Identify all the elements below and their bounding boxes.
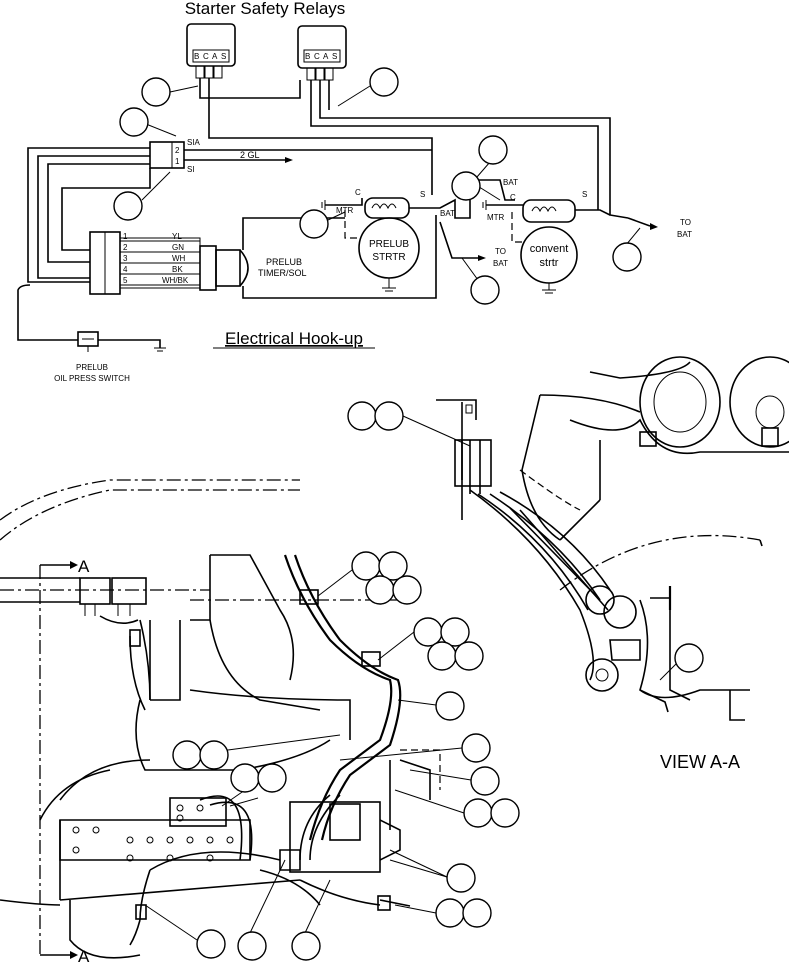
relay-2-terminal-b: B	[305, 52, 310, 61]
prelub-to-label: TO	[495, 247, 506, 256]
solenoid-coil-icon	[371, 203, 397, 210]
switch-label-2: OIL PRESS SWITCH	[54, 374, 130, 383]
relay-1-terminal-c: C	[203, 52, 209, 61]
relay-1-terminal-s: S	[221, 52, 226, 61]
relay-1-terminal-b: B	[194, 52, 199, 61]
convent-terminal-c: C	[510, 193, 516, 202]
electrical-hookup-title: Electrical Hook-up	[225, 329, 363, 348]
harness-connector: 1 2 3 4 5 YL GN WH BK WH/BK	[89, 231, 249, 295]
relay-pin-sia: SIA	[187, 138, 201, 147]
prelub-terminal-c: C	[355, 188, 361, 197]
starter-relay-1: B C A S	[186, 23, 236, 79]
section-a-bottom: A	[78, 947, 90, 965]
convent-bat-label: BAT	[677, 230, 692, 239]
prelub-timer-label-1: PRELUB	[266, 257, 302, 267]
convent-terminal-mtr: MTR	[487, 213, 505, 222]
prelub-terminal-bat: BAT	[440, 209, 455, 218]
harness-color-yl: YL	[172, 232, 182, 241]
relay-pin-2: 2	[175, 146, 180, 155]
section-a-top: A	[78, 557, 90, 576]
relay-2-terminal-a: A	[323, 52, 329, 61]
convent-starter-label-2: strtr	[540, 257, 559, 269]
schematic-callouts	[113, 67, 642, 305]
harness-pin-4: 4	[123, 265, 128, 274]
convent-terminal-s: S	[582, 190, 587, 199]
harness-pin-1: 1	[123, 232, 128, 241]
engine-assembly: A A	[0, 479, 520, 965]
prelub-terminal-s: S	[420, 190, 425, 199]
harness-color-whbk: WH/BK	[162, 276, 189, 285]
harness-pin-3: 3	[123, 254, 128, 263]
harness-color-gn: GN	[172, 243, 184, 252]
prelub-timer-label-2: TIMER/SOL	[258, 268, 307, 278]
harness-color-bk: BK	[172, 265, 183, 274]
oil-press-switch	[77, 331, 166, 352]
relay-2-terminal-c: C	[314, 52, 320, 61]
view-a-a-label: VIEW A-A	[660, 752, 740, 772]
assembly-callouts	[144, 551, 520, 961]
switch-label-1: PRELUB	[76, 363, 108, 372]
convent-terminal-bat: BAT	[503, 178, 518, 187]
prelub-bat-label: BAT	[493, 259, 508, 268]
relay-pin-1: 1	[175, 157, 180, 166]
relay-pin-si: SI	[187, 165, 195, 174]
view-a-a: VIEW A-A	[347, 356, 789, 772]
convent-starter-label-1: convent	[530, 243, 569, 255]
relay-2-terminal-s: S	[332, 52, 337, 61]
electrical-schematic: Starter Safety Relays B C A S B C A S	[17, 0, 692, 383]
prelub-starter-label-2: STRTR	[372, 252, 405, 263]
relay-1-terminal-a: A	[212, 52, 218, 61]
gl-wire-label: 2 GL	[240, 150, 260, 160]
harness-color-wh: WH	[172, 254, 186, 263]
starter-relay-2: B C A S	[297, 25, 347, 81]
prelub-terminal-mtr: MTR	[336, 206, 354, 215]
prelub-relay: 2 1 SIA SI	[149, 138, 201, 174]
harness-pin-5: 5	[123, 276, 128, 285]
convent-to-label: TO	[680, 218, 691, 227]
relays-title: Starter Safety Relays	[185, 0, 346, 18]
prelub-starter-label-1: PRELUB	[369, 239, 409, 250]
harness-pin-2: 2	[123, 243, 128, 252]
conventional-starter: convent strtr	[511, 199, 578, 294]
prelub-starter: PRELUB STRTR	[344, 197, 420, 292]
